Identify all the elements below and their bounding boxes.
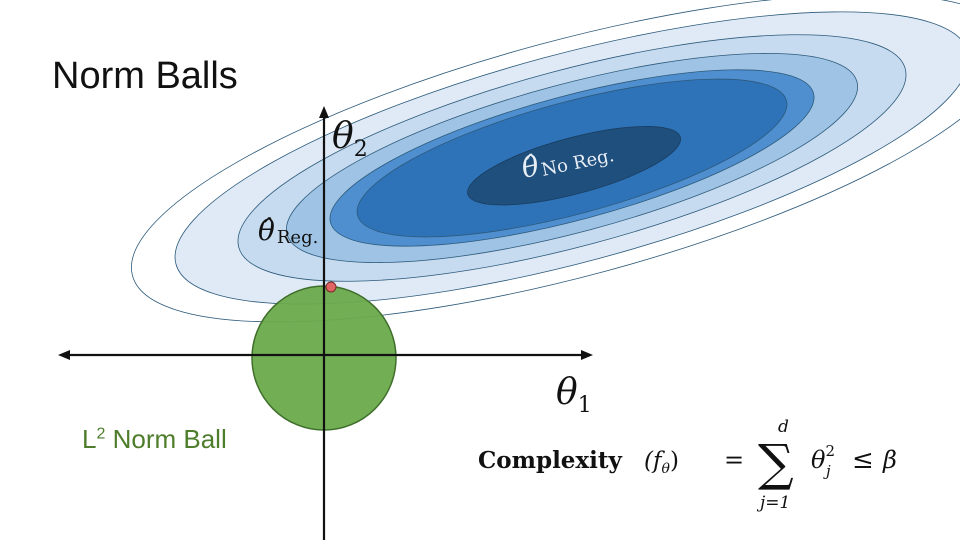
contour-level-7 bbox=[467, 126, 681, 206]
equation-word: Complexity bbox=[478, 447, 623, 474]
l2-ball-label: L2 Norm Ball bbox=[82, 424, 227, 455]
theta-reg-label: θ̂Reg. bbox=[258, 214, 318, 248]
x-axis-left-arrow bbox=[58, 350, 70, 360]
equation-equals: = bbox=[724, 446, 744, 474]
ball-label-prefix: L bbox=[82, 424, 97, 454]
loss-contours bbox=[131, 0, 960, 323]
equation-argument: (fθ) bbox=[644, 448, 679, 477]
y-axis-label: θ2 bbox=[332, 116, 368, 162]
ball-label-sup: 2 bbox=[96, 425, 106, 443]
slide-title: Norm Balls bbox=[52, 55, 238, 97]
equation-sum-symbol: ∑ bbox=[758, 434, 794, 492]
equation-sum-upper: d bbox=[778, 417, 789, 437]
equation-leq: ≤ bbox=[852, 445, 874, 475]
axes bbox=[58, 106, 593, 540]
x-axis-label: θ1 bbox=[556, 372, 592, 418]
y-axis-arrow bbox=[319, 106, 329, 118]
equation-sum-lower: j=1 bbox=[756, 493, 790, 513]
equation-beta: β bbox=[882, 446, 897, 474]
ball-label-suffix: Norm Ball bbox=[105, 424, 227, 454]
x-axis-right-arrow bbox=[581, 350, 593, 360]
reg-solution-point bbox=[325, 281, 337, 293]
